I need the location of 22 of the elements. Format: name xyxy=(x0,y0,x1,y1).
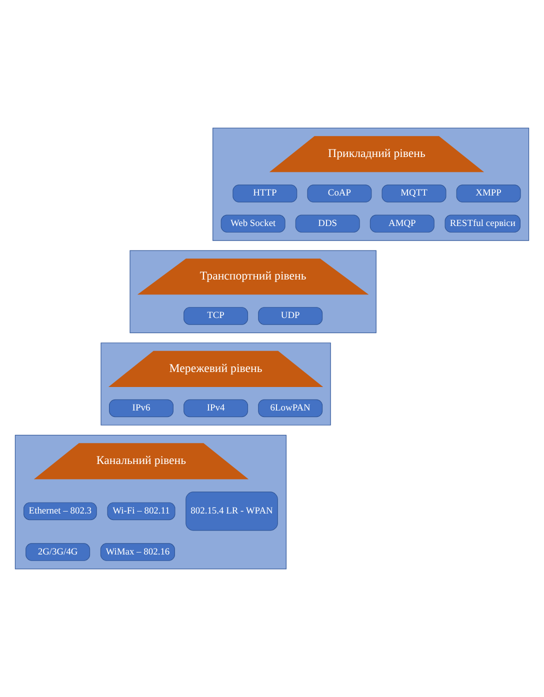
node-box: RESTful сервіси xyxy=(444,214,520,233)
node-box: UDP xyxy=(258,307,323,325)
node-box: Ethernet – 802.3 xyxy=(24,502,97,520)
cluster xyxy=(212,128,530,241)
cluster xyxy=(14,434,286,570)
node-box: Wi-Fi – 802.11 xyxy=(107,502,176,520)
node-box: MQTT xyxy=(382,184,446,202)
node-box: 6LowPAN xyxy=(258,399,323,418)
node-box: IPv6 xyxy=(109,399,174,418)
node-box: HTTP xyxy=(232,184,298,202)
node-box: AMQP xyxy=(370,214,434,233)
node-box: Web Socket xyxy=(220,214,286,233)
node-box: 802.15.4 LR - WPAN xyxy=(186,492,278,531)
cluster xyxy=(130,250,376,334)
node-box: DDS xyxy=(295,214,360,233)
node-box: 2G/3G/4G xyxy=(26,543,90,561)
node-box: WiMax – 802.16 xyxy=(100,543,175,561)
node-box: TCP xyxy=(184,307,248,325)
node-box: IPv4 xyxy=(184,399,248,418)
node-box: CoAP xyxy=(307,184,372,202)
cluster xyxy=(100,342,331,426)
node-box: XMPP xyxy=(456,184,521,202)
